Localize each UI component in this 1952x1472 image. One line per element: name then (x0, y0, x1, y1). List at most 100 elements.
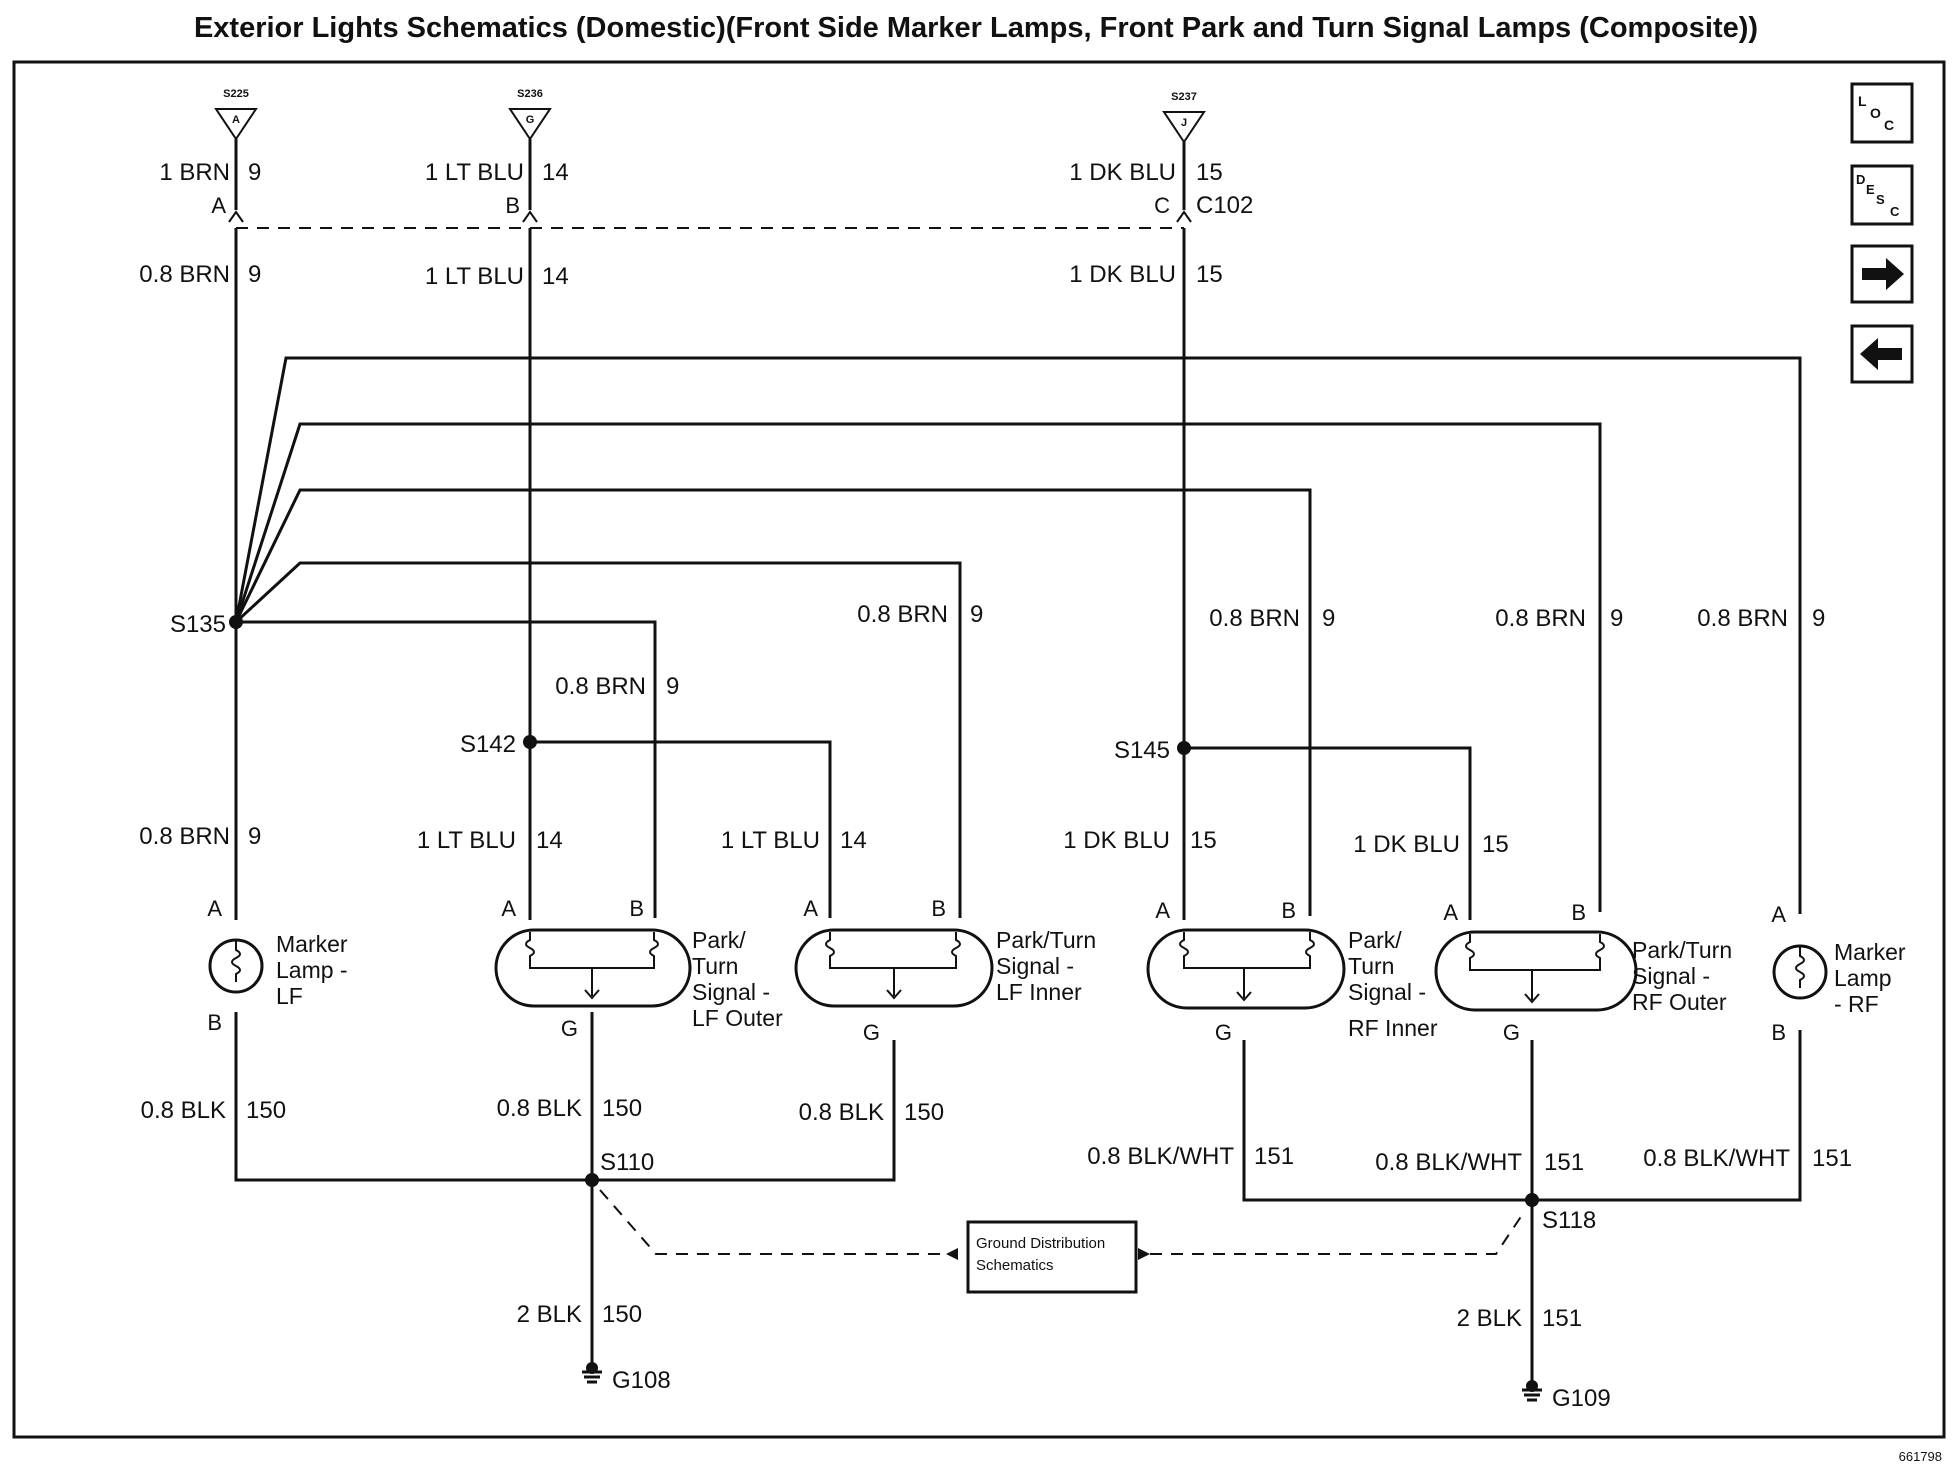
splice-s118-label: S118 (1542, 1207, 1596, 1234)
desc-button[interactable]: D E S C (1850, 164, 1914, 226)
arrow-left-icon (1860, 338, 1902, 370)
pin-b: B (629, 896, 644, 921)
wire-circuit: 9 (1322, 605, 1335, 632)
wire-circuit: 151 (1254, 1143, 1294, 1170)
wire-label: 0.8 BRN (1495, 605, 1586, 632)
wire-label: 0.8 BRN (1697, 605, 1788, 632)
splice-s225-pin: A (232, 114, 240, 126)
wire-label: 2 BLK (1457, 1305, 1522, 1332)
loc-button[interactable]: L O C (1850, 82, 1914, 144)
figure-id: 661798 (1898, 1449, 1942, 1464)
wire-circuit: 15 (1196, 159, 1223, 186)
component-label: Signal - (692, 979, 770, 1005)
component-label: Signal - (1348, 979, 1426, 1005)
pin-a: A (803, 896, 818, 921)
ground-g109-label: G109 (1552, 1385, 1611, 1412)
wire-label: 0.8 BLK/WHT (1643, 1145, 1790, 1172)
pin-g: G (863, 1020, 880, 1045)
component-label: - RF (1834, 991, 1879, 1017)
pin-b: B (931, 896, 946, 921)
splice-s225-label: S225 (223, 88, 249, 100)
component-label: Lamp (1834, 965, 1892, 991)
component-label: RF Inner (1348, 1015, 1438, 1041)
wire-label: 0.8 BLK (497, 1095, 582, 1122)
wire-circuit: 9 (248, 261, 261, 288)
forward-button[interactable] (1850, 244, 1914, 304)
wire-circuit: 15 (1482, 831, 1509, 858)
arrow-left-icon (946, 1248, 958, 1260)
splice-s237: S237 J (1162, 91, 1206, 144)
splice-s145-label: S145 (1114, 737, 1170, 764)
wire-circuit: 9 (1812, 605, 1825, 632)
splice-s142-label: S142 (460, 731, 516, 758)
wire-circuit: 15 (1190, 827, 1217, 854)
wire-circuit: 151 (1542, 1305, 1582, 1332)
connector-pin-b: B (505, 193, 520, 218)
svg-text:E: E (1866, 182, 1875, 197)
component-label: RF Outer (1632, 989, 1727, 1015)
svg-text:L: L (1858, 93, 1867, 109)
wire-label: 1 BRN (159, 159, 230, 186)
pin-b: B (1571, 900, 1586, 925)
svg-text:D: D (1856, 172, 1865, 187)
diagram-frame (12, 60, 1946, 1439)
component-label: Park/ (1348, 927, 1402, 953)
connector-pin-a: A (211, 193, 226, 218)
page-title: Exterior Lights Schematics (Domestic)(Fr… (193, 12, 1759, 44)
wire-label: 0.8 BRN (555, 673, 646, 700)
splice-s237-label: S237 (1171, 91, 1197, 103)
wire-label: 1 DK BLU (1353, 831, 1460, 858)
component-label: Lamp - (276, 957, 348, 983)
park-turn-lf-outer: A B G Park/ Turn Signal - LF Outer (494, 896, 783, 1041)
connector-c102-pins (228, 210, 1192, 223)
component-label: Marker (276, 931, 348, 957)
pin-a: A (1155, 898, 1170, 923)
splice-s236-pin: G (526, 114, 535, 126)
ground-distribution-link[interactable]: Ground Distribution Schematics (966, 1220, 1138, 1294)
pin-a: A (207, 896, 222, 921)
component-label: Turn (1348, 953, 1394, 979)
connector-pin-c: C (1154, 193, 1170, 218)
wire-label: 1 LT BLU (721, 827, 820, 854)
pin-b: B (207, 1010, 222, 1035)
pin-b: B (1771, 1020, 1786, 1045)
wire-circuit: 150 (246, 1097, 286, 1124)
wire-label: 0.8 BRN (139, 823, 230, 850)
wire-circuit: 14 (840, 827, 867, 854)
wire-label: 2 BLK (517, 1301, 582, 1328)
wire-circuit: 9 (1610, 605, 1623, 632)
ground-ref-left-line (599, 1189, 948, 1255)
park-turn-rf-inner: A B G Park/ Turn Signal - RF Inner (1146, 898, 1438, 1045)
pin-a: A (501, 896, 516, 921)
wire-circuit: 14 (542, 263, 569, 290)
component-label: Signal - (1632, 963, 1710, 989)
back-button[interactable] (1850, 324, 1914, 384)
component-label: Turn (692, 953, 738, 979)
marker-lamp-rf: A B Marker Lamp - RF (1771, 902, 1906, 1045)
component-label: Marker (1834, 939, 1906, 965)
svg-text:C: C (1884, 117, 1894, 133)
wire-circuit: 14 (542, 159, 569, 186)
wire-circuit: 9 (248, 823, 261, 850)
wire-label: 1 DK BLU (1063, 827, 1170, 854)
arrow-right-icon (1138, 1248, 1150, 1260)
wire-label: 1 LT BLU (425, 159, 524, 186)
splice-s225: S225 A (214, 88, 258, 141)
component-label: LF (276, 983, 303, 1009)
wire-circuit: 9 (248, 159, 261, 186)
svg-text:C: C (1890, 204, 1900, 219)
pin-a: A (1771, 902, 1786, 927)
splice-dots (229, 615, 1539, 1207)
component-label: LF Outer (692, 1005, 783, 1031)
ground-distribution-label: Schematics (976, 1257, 1054, 1274)
wire-circuit: 151 (1812, 1145, 1852, 1172)
wire-circuit: 15 (1196, 261, 1223, 288)
ground-distribution-label: Ground Distribution (976, 1235, 1105, 1252)
wire-label: 1 LT BLU (417, 827, 516, 854)
component-label: Park/Turn (1632, 937, 1732, 963)
connector-id: C102 (1196, 192, 1253, 219)
wire-circuit: 150 (904, 1099, 944, 1126)
park-turn-lf-inner: A B G Park/Turn Signal - LF Inner (794, 896, 1096, 1045)
splice-s237-pin: J (1181, 117, 1187, 129)
wire-label: 0.8 BLK/WHT (1375, 1149, 1522, 1176)
